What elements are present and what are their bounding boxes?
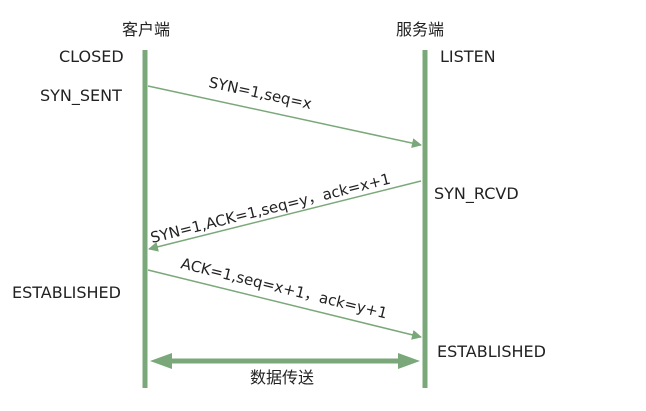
- server-state-listen: LISTEN: [440, 47, 496, 66]
- data-transfer-arrowhead-right: [398, 353, 420, 369]
- client-state-established: ESTABLISHED: [12, 283, 121, 302]
- server-state-syn-rcvd: SYN_RCVD: [434, 184, 519, 204]
- syn-label: SYN=1,seq=x: [207, 73, 313, 113]
- client-state-syn-sent: SYN_SENT: [40, 86, 122, 106]
- client-title: 客户端: [122, 20, 170, 39]
- server-title: 服务端: [396, 20, 444, 39]
- server-state-established: ESTABLISHED: [437, 342, 546, 361]
- data-transfer-label: 数据传送: [250, 368, 314, 387]
- ack-label: ACK=1,seq=x+1，ack=y+1: [179, 254, 389, 322]
- data-transfer-arrowhead-left: [150, 353, 172, 369]
- syn-arrow: [147, 85, 422, 148]
- syn-ack-arrow: [148, 180, 422, 252]
- ack-arrow: [147, 269, 422, 340]
- syn-ack-label: SYN=1,ACK=1,seq=y，ack=x+1: [149, 170, 393, 247]
- client-state-closed: CLOSED: [59, 47, 124, 66]
